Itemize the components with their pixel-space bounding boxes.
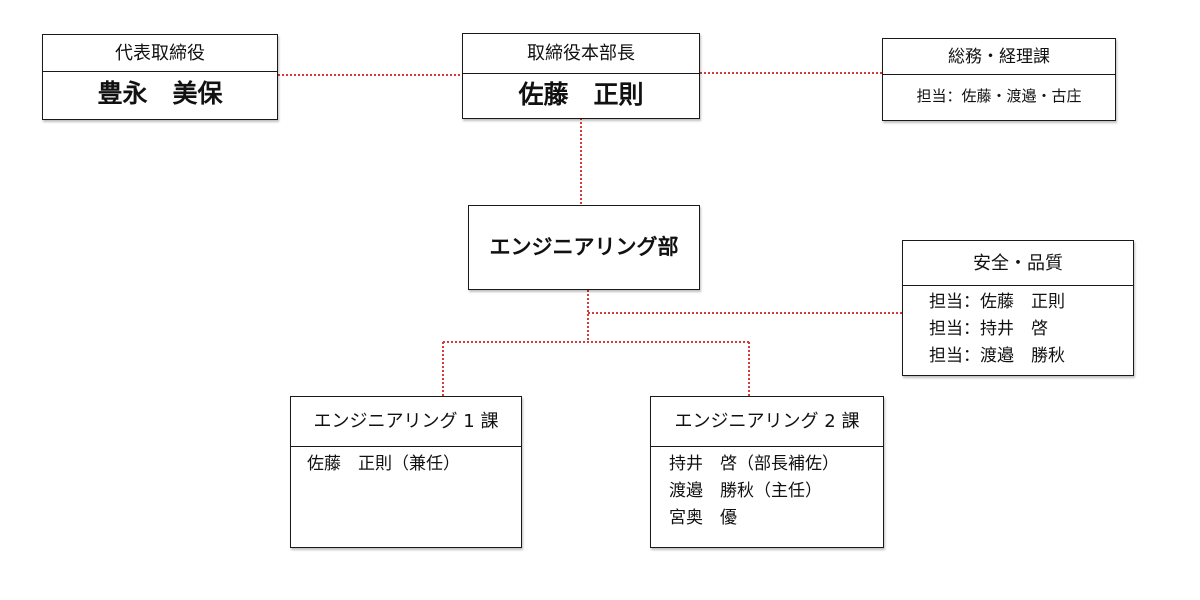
- engineering-dept-box: エンジニアリング部: [468, 205, 700, 290]
- section2-title: エンジニアリング 2 課: [651, 397, 883, 447]
- safety-quality-staff: 担当：佐藤 正則: [929, 292, 1065, 312]
- ceo-name: 豊永 美保: [97, 79, 223, 108]
- section2-member-list: 持井 啓（部長補佐） 渡邉 勝秋（主任） 宮奥 優: [651, 447, 883, 532]
- section2-member: 渡邉 勝秋（主任）: [669, 481, 822, 501]
- director-title: 取締役本部長: [463, 34, 699, 74]
- director-name: 佐藤 正則: [518, 80, 644, 109]
- section2-member: 持井 啓（部長補佐）: [669, 454, 839, 474]
- ceo-box: 代表取締役 豊永 美保: [42, 34, 278, 120]
- safety-quality-staff: 担当：渡邉 勝秋: [929, 346, 1065, 366]
- section1-member: 佐藤 正則（兼任）: [307, 454, 460, 474]
- safety-quality-box: 安全・品質 担当：佐藤 正則 担当：持井 啓 担当：渡邉 勝秋: [902, 240, 1134, 376]
- general-affairs-staff: 担当：佐藤・渡邉・古庄: [916, 87, 1082, 105]
- ceo-title: 代表取締役: [43, 35, 277, 72]
- section1-member-list: 佐藤 正則（兼任）: [291, 447, 521, 478]
- general-affairs-box: 総務・経理課 担当：佐藤・渡邉・古庄: [882, 38, 1116, 121]
- section2-member: 宮奥 優: [669, 508, 737, 528]
- section1-box: エンジニアリング 1 課 佐藤 正則（兼任）: [290, 396, 522, 548]
- safety-quality-staff: 担当：持井 啓: [929, 319, 1048, 339]
- section1-title: エンジニアリング 1 課: [291, 397, 521, 447]
- safety-quality-staff-list: 担当：佐藤 正則 担当：持井 啓 担当：渡邉 勝秋: [903, 286, 1133, 370]
- section2-box: エンジニアリング 2 課 持井 啓（部長補佐） 渡邉 勝秋（主任） 宮奥 優: [650, 396, 884, 548]
- director-box: 取締役本部長 佐藤 正則: [462, 33, 700, 119]
- general-affairs-title: 総務・経理課: [883, 39, 1115, 75]
- engineering-dept-title: エンジニアリング部: [489, 235, 679, 259]
- safety-quality-title: 安全・品質: [903, 241, 1133, 286]
